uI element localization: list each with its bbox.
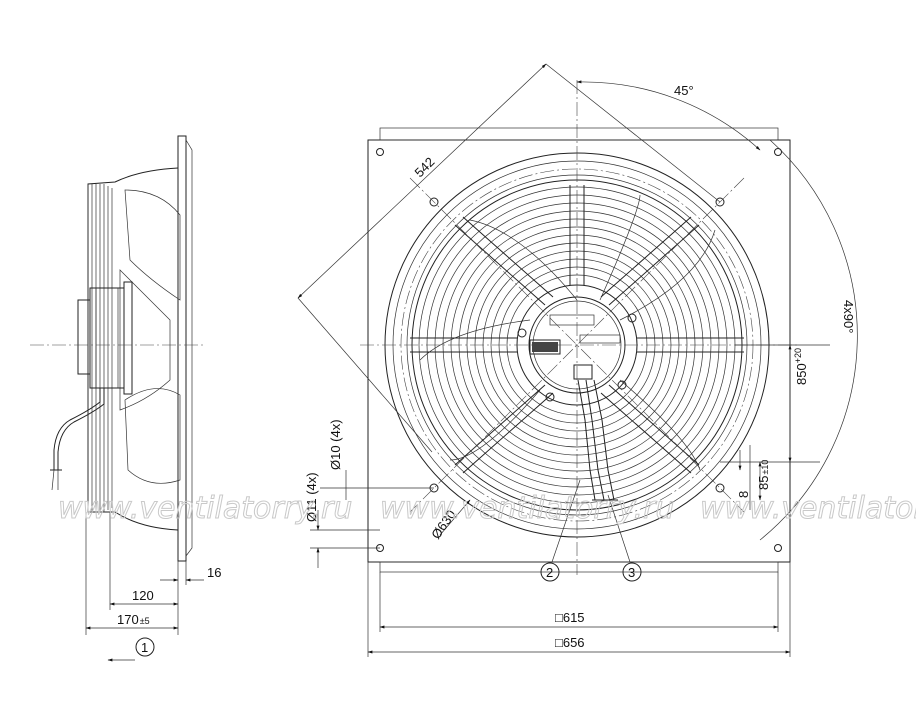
dim-85: 85±10 [756, 460, 771, 490]
watermark-text: www.ventilatorry.ru [58, 491, 352, 526]
side-blade-bottom [124, 388, 181, 484]
terminal-box [529, 339, 561, 355]
cable-gland [573, 364, 593, 380]
dim-850: 850+20 [793, 348, 809, 385]
dim-4x90deg: 4x90° [841, 300, 856, 333]
side-dimensions: 16 120 170±5 1 [85, 512, 221, 662]
side-view [30, 135, 205, 562]
callout-1-circle [135, 637, 155, 657]
mounting-hole [715, 483, 725, 493]
side-blade-top [124, 189, 181, 301]
dim-45deg: 45° [674, 83, 694, 98]
dim-d10: Ø10 (4x) [328, 419, 343, 470]
watermark: www.ventilatorry.ru www.ventilatorry.ru … [58, 491, 916, 527]
watermark-text: www.ventilatorry.ru [700, 491, 916, 526]
mounting-hole [715, 197, 725, 207]
side-cable [53, 388, 101, 470]
watermark-text: www.ventilatorry.ru [380, 491, 674, 526]
dim-d11: Ø11 (4x) [304, 472, 319, 522]
dim-542: 542 [412, 154, 438, 180]
callout-3-circle [622, 562, 642, 582]
callout-1: 1 [141, 640, 148, 655]
callout-2-circle [540, 562, 560, 582]
dim-16: 16 [207, 565, 221, 580]
brand-label [579, 334, 621, 344]
side-mounting-plate [177, 135, 187, 562]
front-cables [577, 379, 618, 501]
dim-656: □656 [555, 635, 585, 650]
hub-screw [617, 380, 627, 390]
corner-hole [774, 544, 782, 552]
hub-screw [517, 328, 527, 338]
dim-120: 120 [132, 588, 154, 603]
hub-screw [545, 392, 555, 402]
side-motor [89, 287, 125, 389]
dim-615: □615 [555, 610, 585, 625]
corner-hole [376, 148, 384, 156]
side-nozzle-profile [87, 167, 179, 531]
callout-3: 3 [628, 565, 635, 580]
dim-170: 170±5 [117, 612, 150, 627]
callout-2: 2 [546, 565, 553, 580]
label-plate [549, 314, 595, 326]
corner-hole [774, 148, 782, 156]
side-guard-grille [87, 184, 113, 512]
side-blade-middle [119, 269, 171, 411]
dim-8: 8 [736, 491, 751, 498]
hub-screw [627, 313, 637, 323]
